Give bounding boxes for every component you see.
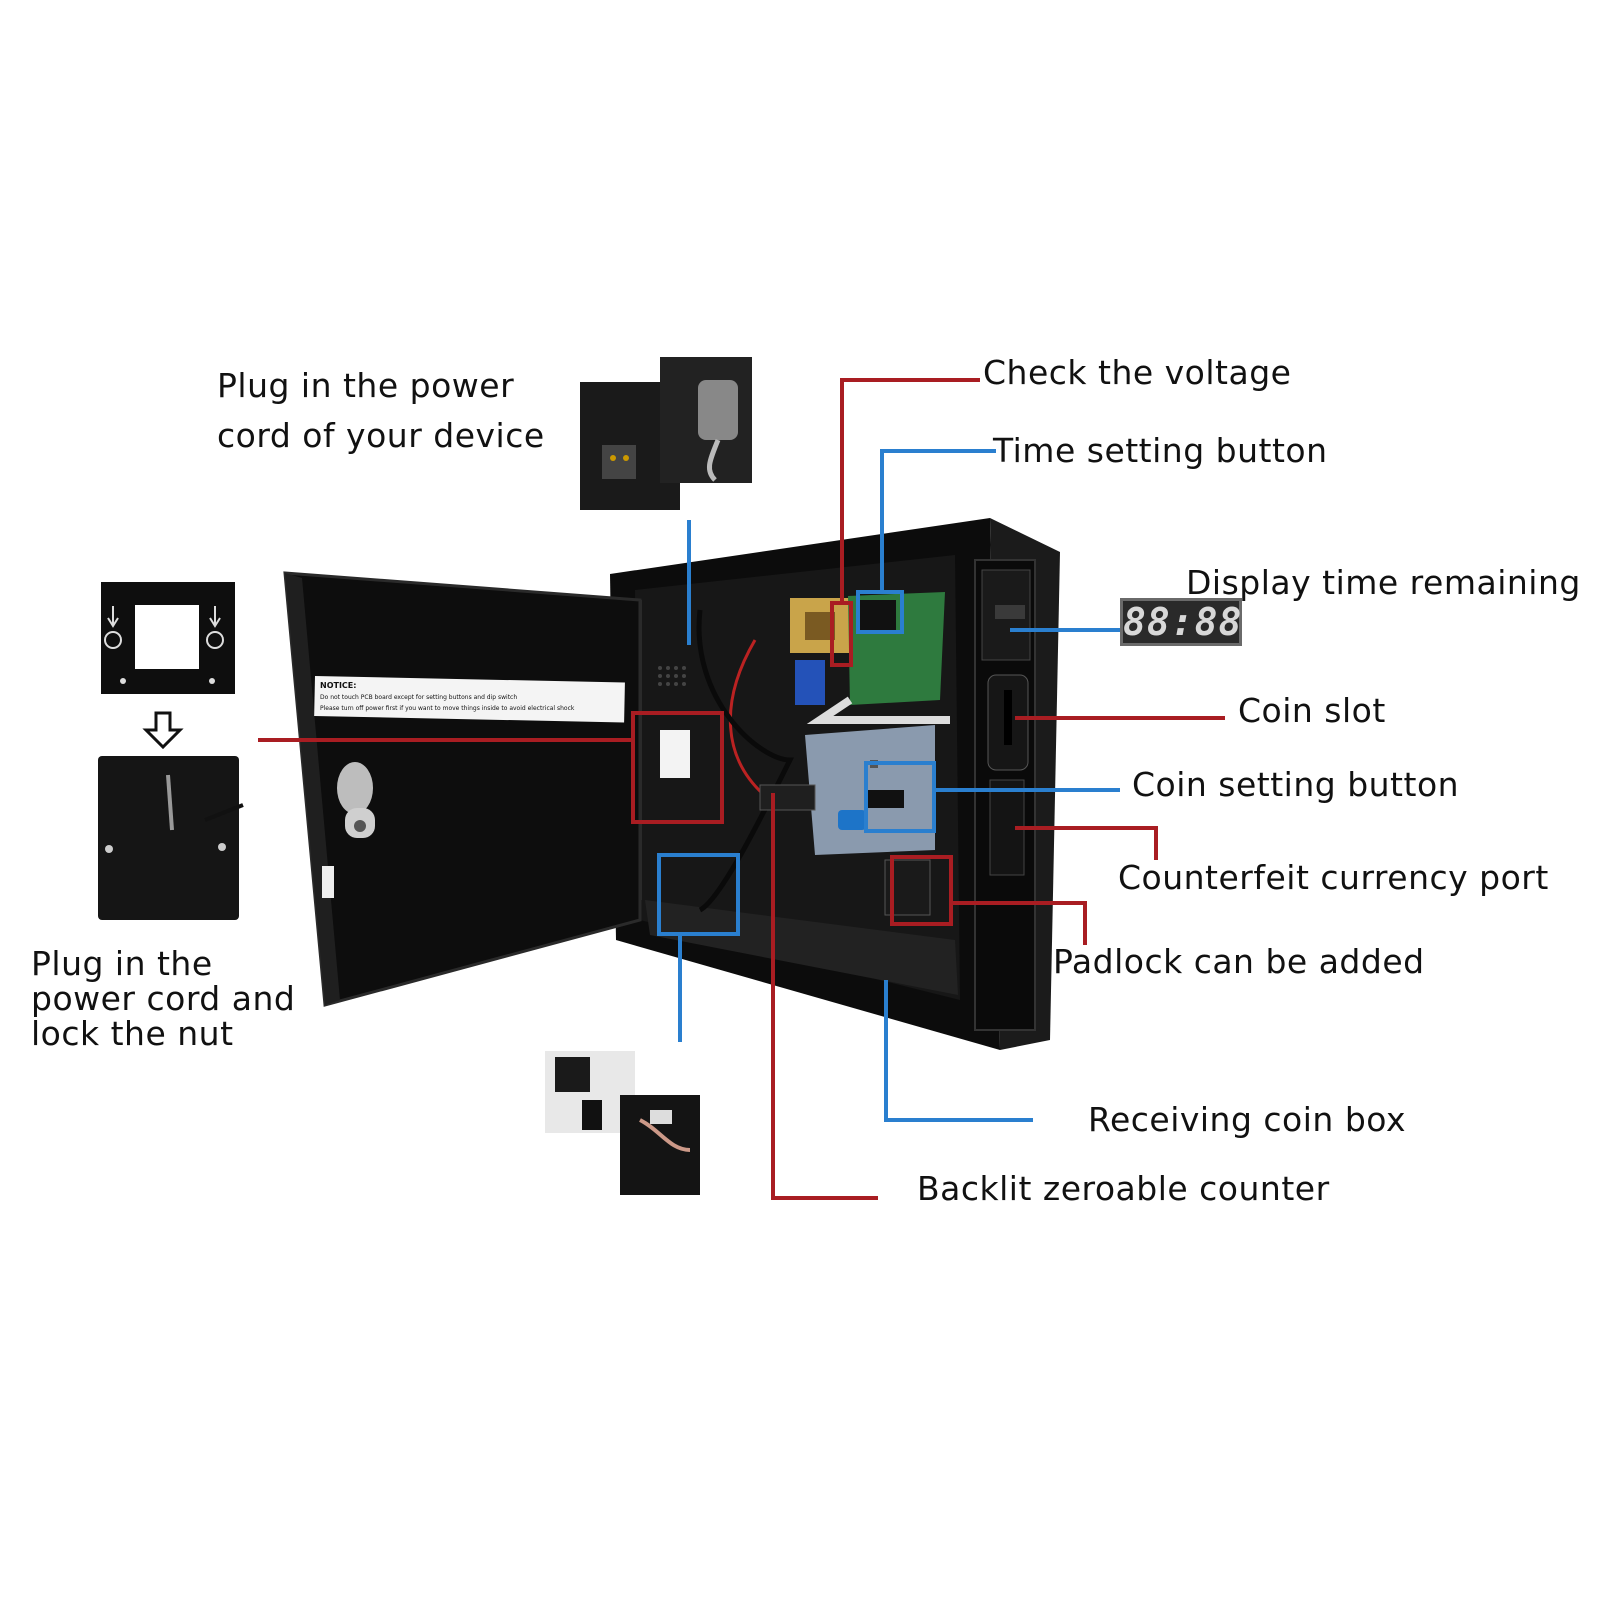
label-plug-power-lock-line2: power cord and <box>31 979 296 1018</box>
label-time-setting-button: Time setting button <box>993 431 1328 470</box>
callout-box-coin-setting <box>864 761 936 833</box>
inset-power-socket <box>580 357 752 510</box>
inset-mount-plate <box>98 582 244 920</box>
callout-line-coin-box <box>884 980 1033 1122</box>
coin-acceptor-display <box>868 790 904 808</box>
callout-line-padlock <box>951 901 1087 945</box>
label-plug-power-lock-line3: lock the nut <box>31 1014 234 1053</box>
callout-line-voltage <box>840 378 980 603</box>
red-callouts <box>258 378 1225 1200</box>
label-plug-power-lock-line1: Plug in the <box>31 944 213 983</box>
label-counterfeit-currency-port: Counterfeit currency port <box>1118 858 1549 897</box>
display-cutout <box>660 730 690 778</box>
mount-plate-window <box>135 605 199 669</box>
inset-socket <box>602 445 636 479</box>
label-plug-power-device-line2: cord of your device <box>217 416 545 455</box>
door-lock <box>337 762 373 814</box>
label-backlit-zeroable-counter: Backlit zeroable counter <box>917 1169 1330 1208</box>
display-digits <box>995 605 1025 619</box>
notice-title: NOTICE: <box>320 681 356 690</box>
label-display-time-remaining: Display time remaining <box>1186 563 1581 602</box>
cabinet-door: NOTICE: Do not touch PCB board except fo… <box>283 571 690 1007</box>
label-coin-slot: Coin slot <box>1238 691 1386 730</box>
black-cable <box>696 609 795 913</box>
notice-line-1: Do not touch PCB board except for settin… <box>320 694 517 701</box>
door-vent <box>658 666 686 686</box>
door-label <box>322 866 334 898</box>
acceptor-label-badge <box>838 810 866 830</box>
inset-plug <box>698 380 738 440</box>
callout-line-counter <box>771 793 878 1200</box>
notice-sticker <box>314 676 625 723</box>
ribbon-cable <box>806 696 950 724</box>
callout-box-plug-lock <box>631 711 724 824</box>
notice-line-2: Please turn off power first if you want … <box>320 705 575 712</box>
down-arrow-icon <box>142 711 184 750</box>
cabinet-body <box>610 518 1060 1050</box>
callout-line-counterfeit <box>1015 826 1158 860</box>
callout-box-padlock <box>890 855 953 926</box>
label-coin-setting-button: Coin setting button <box>1132 765 1460 804</box>
blue-callouts <box>657 449 1128 1122</box>
callout-line-time-setting <box>880 449 996 592</box>
cabinet-floor <box>645 900 958 995</box>
label-plug-power-device-line1: Plug in the power <box>217 366 515 405</box>
relay <box>795 660 825 705</box>
time-display-readout: 88:88 <box>1120 598 1242 646</box>
label-check-voltage: Check the voltage <box>983 353 1292 392</box>
red-wire <box>728 639 771 802</box>
label-receiving-coin-box: Receiving coin box <box>1088 1100 1406 1139</box>
mounted-plate-photo <box>98 756 239 920</box>
counter-module <box>759 784 816 811</box>
coin-slot-opening <box>1004 690 1012 745</box>
label-padlock-can-be-added: Padlock can be added <box>1053 942 1425 981</box>
pcb-buttons <box>858 600 896 630</box>
callout-box-fuse <box>657 853 740 936</box>
inset-fuse-socket <box>545 1051 700 1195</box>
door-lock-hole <box>354 820 366 832</box>
